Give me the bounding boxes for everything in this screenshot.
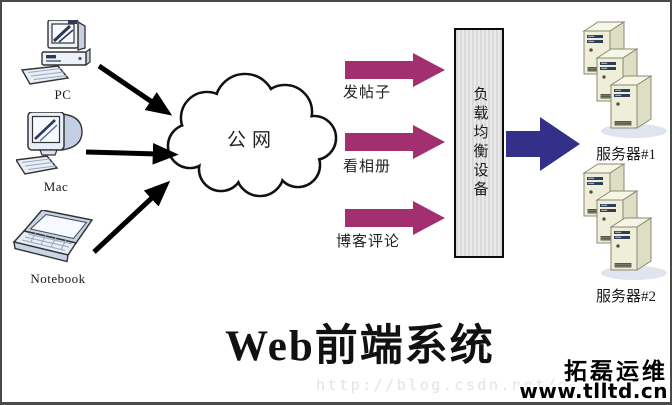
watermark-url: http://blog.csdn.net/din (316, 376, 593, 394)
client-notebook: Notebook (12, 210, 104, 287)
request-label-post: 发帖子 (343, 85, 392, 101)
cloud-icon (166, 72, 338, 198)
request-arrow-album (345, 125, 445, 159)
desktop-pc-icon (20, 20, 91, 85)
load-balancer-box: 负载均衡设备 (454, 28, 504, 258)
request-label-album: 看相册 (343, 159, 392, 175)
site-logo: 拓磊运维 www.tlltd.cn (519, 359, 668, 403)
site-logo-url: www.tlltd.cn (519, 379, 668, 403)
server-stack-1-icon (583, 21, 667, 138)
diagram-title: Web前端系统 (225, 323, 495, 370)
laptop-icon (12, 210, 94, 263)
server-stack-2-icon (583, 163, 667, 280)
client-pc-label: PC (54, 87, 72, 102)
mac-monitor-icon (16, 112, 83, 175)
client-pc: PC (20, 20, 106, 103)
load-balancer-label: 负载均衡设备 (471, 86, 488, 200)
client-notebook-label: Notebook (30, 271, 86, 286)
server-group-1-label: 服务器#1 (595, 147, 656, 163)
client-mac: Mac (16, 112, 96, 195)
site-logo-name: 拓磊运维 (564, 359, 668, 385)
pc-to-cloud-arrow (97, 63, 173, 116)
mac-to-cloud-arrow (85, 143, 179, 165)
request-label-comment: 博客评论 (336, 234, 401, 250)
balancer-to-servers-arrow (506, 117, 580, 171)
cloud-label: 公网 (226, 130, 277, 151)
server-group-2-label: 服务器#2 (595, 289, 656, 305)
client-mac-label: Mac (43, 179, 69, 194)
